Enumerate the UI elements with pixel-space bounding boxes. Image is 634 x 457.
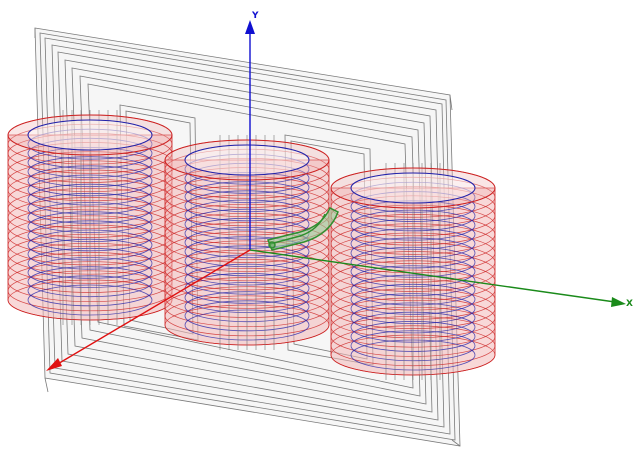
x-axis-arrow-icon [611,297,626,307]
z-axis-line [55,249,251,366]
x-axis-line [249,249,616,303]
coil-right[interactable] [330,163,496,380]
coordinate-axes: Y X [46,11,633,371]
selected-conductor[interactable] [266,206,339,251]
z-axis-arrow-icon [46,358,62,371]
x-axis-label: X [626,299,633,309]
coil-center[interactable] [164,135,330,350]
coil-group[interactable] [7,110,496,380]
y-axis-arrow-icon [245,20,255,34]
y-axis-label: Y [251,11,259,21]
coil-left[interactable] [7,110,173,325]
